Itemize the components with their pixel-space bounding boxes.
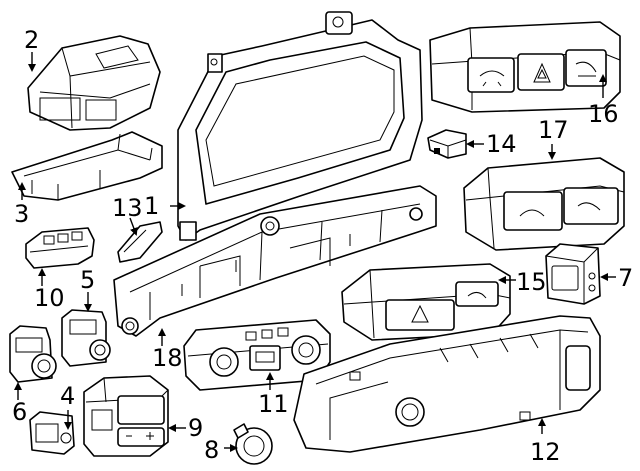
part-11-climate-control-panel: [183, 319, 331, 391]
part-17-switch-panel: [463, 157, 625, 251]
part-5-knob-switch: [61, 309, 111, 367]
callout-17: 17: [538, 116, 569, 144]
part-15-hazard-switch: [341, 263, 511, 341]
callout-2: 2: [24, 26, 39, 54]
callout-3: 3: [14, 200, 29, 228]
part-6-knob-switch: [9, 325, 57, 383]
callout-13: 13: [112, 194, 143, 222]
callout-1: 1: [144, 192, 159, 220]
callout-10: 10: [34, 284, 65, 312]
part-1-cluster-bezel: [177, 11, 423, 241]
part-14-small-switch: [427, 129, 467, 159]
callout-4: 4: [60, 382, 75, 410]
callout-9: 9: [188, 414, 203, 442]
part-7-switch-module: [545, 243, 601, 305]
callout-7: 7: [618, 264, 633, 292]
part-3-bracket-tray: [11, 131, 163, 201]
callout-5: 5: [80, 266, 95, 294]
callout-14: 14: [486, 130, 517, 158]
callout-6: 6: [12, 398, 27, 426]
callout-15: 15: [516, 268, 547, 296]
callout-18: 18: [152, 344, 183, 372]
part-18-mounting-bracket: [113, 185, 437, 337]
callout-labels: 1 2 3 4 5 6 7 8 9 10 11 12 13 14 15 16 1…: [12, 26, 633, 466]
part-8-rotary-knob: [233, 423, 273, 465]
part-13-trim-piece: [117, 221, 163, 263]
leader-lines: [14, 52, 616, 452]
part-9-control-switch: [83, 375, 169, 457]
callout-8: 8: [204, 436, 219, 464]
part-16-hazard-switch-panel: [429, 21, 621, 113]
part-10-switch-bank: [25, 227, 95, 269]
part-4-switch: [29, 411, 75, 455]
part-12-lower-trim-panel: [293, 315, 601, 453]
callout-12: 12: [530, 438, 561, 466]
callout-16: 16: [588, 100, 619, 128]
part-2-control-module: [27, 35, 161, 131]
callout-11: 11: [258, 390, 289, 418]
